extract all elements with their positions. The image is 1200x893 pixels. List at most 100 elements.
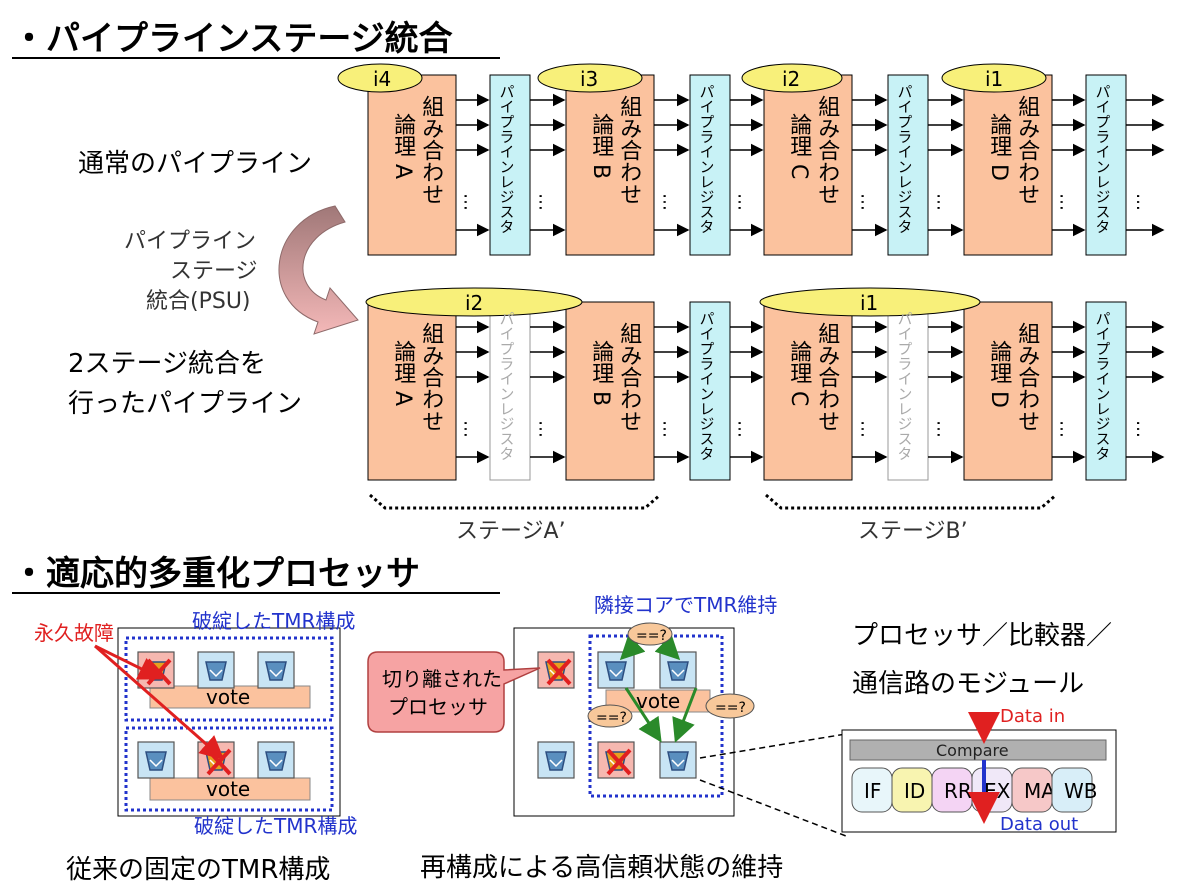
bottom-pipeline: i2 i1 ……………………: [365, 287, 1165, 481]
compare-line: [624, 687, 662, 743]
zoom-line: [699, 779, 847, 837]
psu-label-line3: 統合(PSU): [146, 289, 251, 314]
broken-tmr-bottom-label: 破綻したTMR構成: [194, 814, 357, 838]
permanent-fault-label: 永久故障: [34, 621, 114, 645]
top-pipeline: i4 i3 i2 i1 ……………………: [337, 63, 1165, 256]
pipeline-register: [689, 301, 731, 481]
fault-arrow: [94, 644, 163, 680]
logic-label-line2: 論理 C: [786, 113, 812, 180]
instruction-label: i2: [465, 291, 483, 315]
register-label: パイプラインレジスタ: [497, 311, 516, 461]
register-label: パイプラインレジスタ: [697, 84, 716, 234]
stage-a-bracket: [369, 493, 661, 510]
pipeline-register: [689, 74, 731, 256]
core-mark-icon: [609, 669, 623, 678]
instruction-ellipse: [941, 63, 1047, 93]
fault-x-icon: [546, 658, 572, 686]
logic-label-line1: 組み合わせ: [616, 95, 642, 205]
compare-q: ==?: [636, 628, 667, 644]
logic-block-a: [367, 301, 457, 481]
ellipsis: …: [659, 420, 680, 438]
instruction-ellipse: [537, 63, 643, 93]
pipeline-register: [489, 74, 531, 256]
merged-pipeline-line2: 行ったパイプライン: [68, 389, 302, 419]
reconfig-caption: 再構成による高信頼状態の維持: [420, 853, 783, 883]
core-logic-icon: [667, 751, 689, 771]
data-out-label: Data out: [1000, 814, 1078, 835]
pipeline-register: [1085, 74, 1127, 256]
core-mark-icon: [269, 759, 283, 768]
core-mark-icon: [209, 669, 223, 678]
pipeline-stage-label: ID: [904, 779, 925, 803]
logic-label-line2: 論理 B: [588, 113, 614, 180]
normal-pipeline-label: 通常のパイプライン: [78, 149, 312, 179]
logic-block-d: [963, 301, 1053, 481]
instruction-ellipse: [365, 287, 583, 317]
logic-block-c: [763, 301, 853, 481]
pipeline-stage-label: MA: [1024, 779, 1055, 803]
compare-q: ==?: [715, 700, 746, 716]
core-mark-icon: [149, 759, 163, 768]
stage-b-label: ステージB’: [858, 519, 968, 544]
register-label: パイプラインレジスタ: [697, 311, 716, 461]
logic-label-line2: 論理 A: [390, 113, 416, 180]
fault-arrow: [94, 644, 225, 760]
compare-line: [672, 687, 698, 743]
logic-block-c: [763, 74, 853, 256]
ellipsis: …: [734, 420, 755, 438]
pipeline-stage-label: WB: [1064, 779, 1098, 803]
stage-b-bracket: [765, 493, 1057, 510]
instruction-label: i3: [580, 67, 598, 91]
register-label: パイプラインレジスタ: [895, 311, 914, 461]
instruction-label: i1: [985, 67, 1003, 91]
ellipsis: …: [535, 420, 556, 438]
logic-label-line2: 論理 C: [786, 340, 812, 407]
fault-x-icon: [606, 748, 632, 776]
fixed-tmr-caption: 従来の固定のTMR構成: [66, 855, 330, 885]
instruction-label: i2: [782, 67, 800, 91]
vote-label: vote: [206, 777, 250, 801]
ellipsis: …: [460, 420, 481, 438]
ellipsis: …: [734, 193, 755, 211]
pipeline-register: [887, 74, 929, 256]
logic-block-d: [963, 74, 1053, 256]
core-logic-icon: [605, 661, 627, 681]
pipeline-stage-label: EX: [984, 779, 1011, 803]
pipeline-stage-label: IF: [864, 779, 881, 803]
core-mark-icon: [549, 759, 563, 768]
register-label: パイプラインレジスタ: [1093, 311, 1112, 461]
ellipsis: …: [933, 420, 954, 438]
logic-label-line2: 論理 B: [588, 340, 614, 407]
register-label: パイプラインレジスタ: [895, 84, 914, 234]
ellipsis: …: [933, 193, 954, 211]
separated-line2: プロセッサ: [388, 695, 488, 719]
separated-processor-callout: [367, 651, 541, 733]
disabled-pipeline-register: [489, 301, 531, 481]
tmr-group-top: [124, 636, 334, 722]
instruction-label: i4: [373, 67, 391, 91]
logic-label-line1: 組み合わせ: [616, 322, 642, 432]
core-logic-icon: [145, 751, 167, 771]
logic-label-line1: 組み合わせ: [1014, 322, 1040, 432]
ellipsis: …: [460, 193, 481, 211]
tmr-group-bottom: [124, 726, 334, 812]
core-logic-icon: [265, 661, 287, 681]
instruction-ellipse: [337, 63, 423, 93]
ellipsis: …: [1132, 420, 1153, 438]
ellipsis: …: [1056, 420, 1077, 438]
logic-label-line1: 組み合わせ: [418, 322, 444, 432]
pipeline-stage-label: RR: [944, 779, 972, 803]
logic-label-line2: 論理 A: [390, 340, 416, 407]
logic-label-line1: 組み合わせ: [814, 322, 840, 432]
section2-title: ・適応的多重化プロセッサ: [12, 554, 420, 594]
core-logic-icon: [265, 751, 287, 771]
ellipsis: …: [857, 420, 878, 438]
neighbor-tmr-label: 隣接コアでTMR維持: [594, 593, 777, 617]
logic-label-line1: 組み合わせ: [1014, 95, 1040, 205]
logic-block-b: [565, 74, 655, 256]
core-logic-icon: [667, 661, 689, 681]
core-mark-icon: [671, 759, 685, 768]
section1-title: ・パイプラインステージ統合: [12, 19, 453, 59]
data-in-label: Data in: [1000, 706, 1065, 727]
